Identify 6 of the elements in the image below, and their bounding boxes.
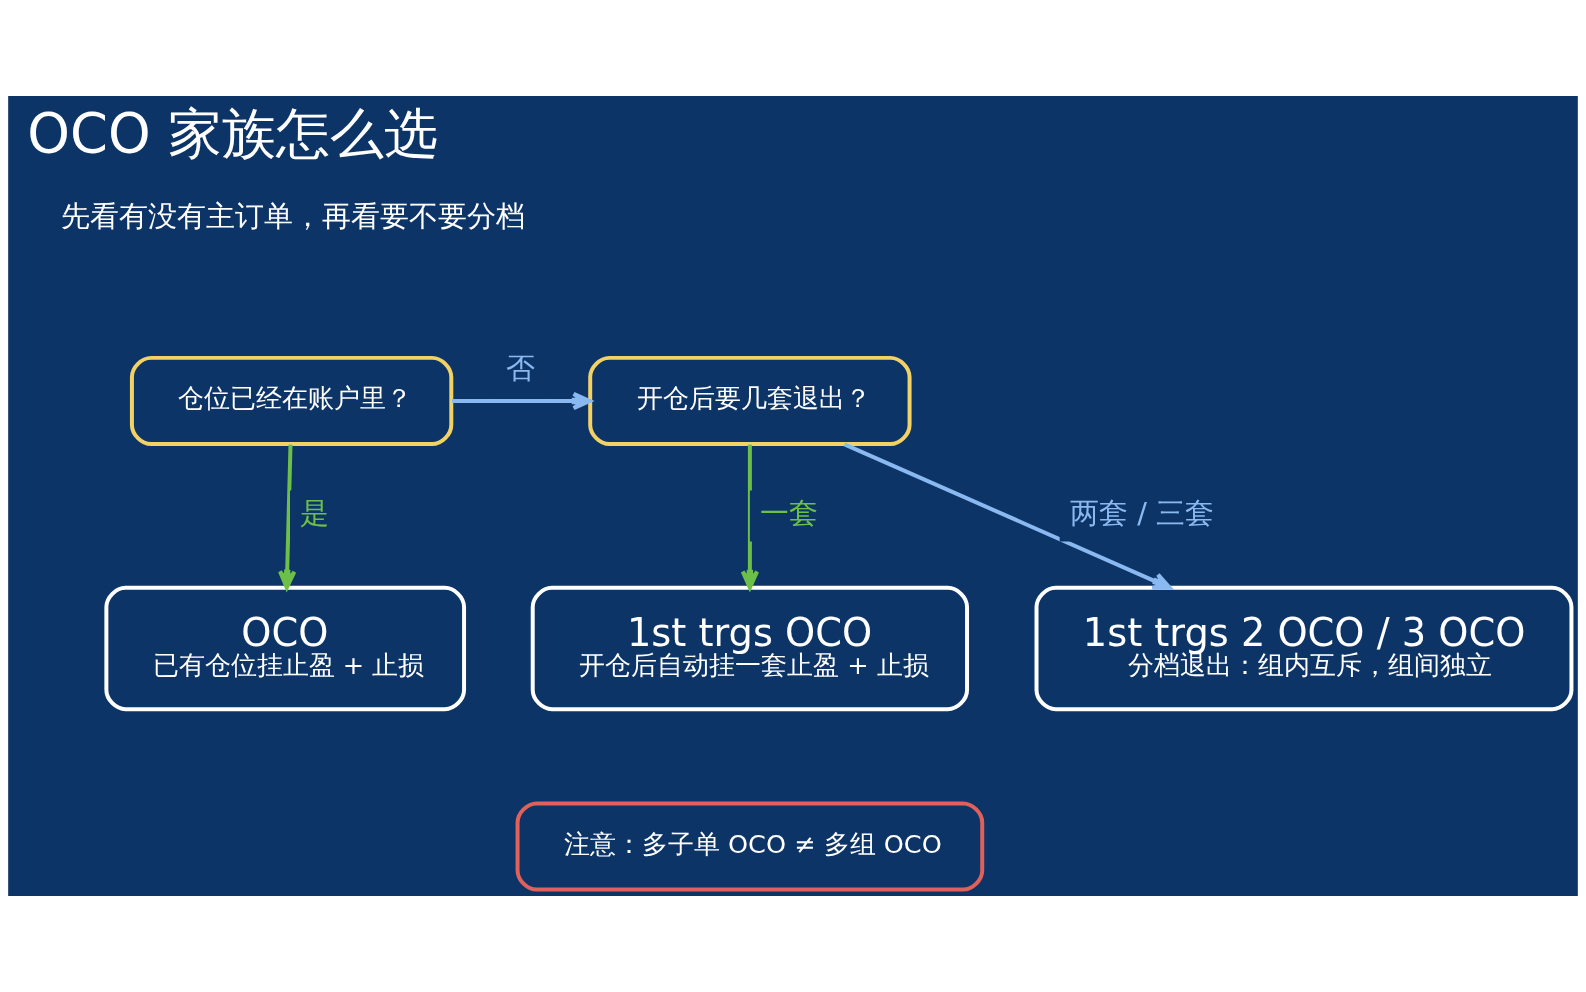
label: 先看有没有主订单，再看要不要分档 (60, 198, 525, 233)
edge-label: 一套 (760, 495, 819, 530)
edge-label: 否 (506, 350, 536, 385)
diagram-title: OCO 家族怎么选 (27, 102, 438, 166)
edge-label: 是 (300, 495, 330, 530)
edge-label: 两套 / 三套 (1070, 495, 1214, 530)
